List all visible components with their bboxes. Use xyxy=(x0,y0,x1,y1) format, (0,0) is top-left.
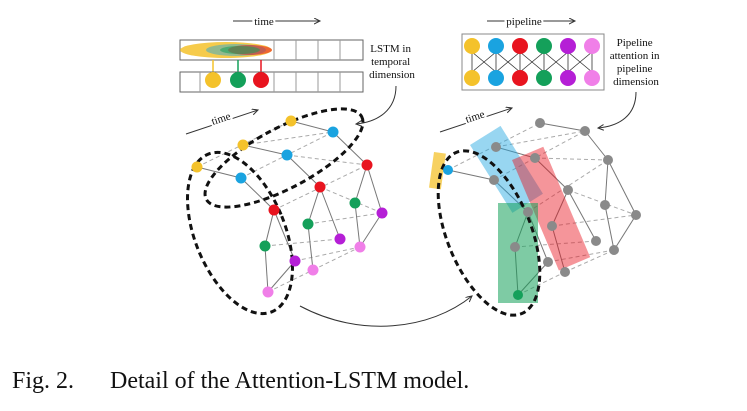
node-yellow xyxy=(191,161,203,173)
node-yellow xyxy=(285,115,297,127)
node-gray xyxy=(523,207,533,217)
node-purple xyxy=(376,207,388,219)
left-diagonal-time-arrow xyxy=(185,110,258,135)
node-gray xyxy=(530,153,540,163)
node-blue xyxy=(281,149,293,161)
pipeline-label-pointer xyxy=(598,91,637,128)
right-graph-nodes xyxy=(443,118,641,300)
node-red xyxy=(314,181,326,193)
panel-transition-arrow xyxy=(299,296,472,327)
node-gray xyxy=(510,242,520,252)
attention-bands xyxy=(428,125,591,303)
node-gray xyxy=(491,142,501,152)
node-green xyxy=(513,290,523,300)
node-gray xyxy=(600,200,610,210)
node-gray xyxy=(603,155,613,165)
lstm-label-pointer xyxy=(356,85,397,124)
node-pink xyxy=(262,286,274,298)
node-gray xyxy=(535,118,545,128)
left-graph-nodes xyxy=(191,115,388,298)
node-red xyxy=(361,159,373,171)
node-gray xyxy=(489,175,499,185)
node-gray xyxy=(543,257,553,267)
pipeline-attention-label: Pipeline attention in pipeline dimension xyxy=(610,37,663,88)
node-gray xyxy=(609,245,619,255)
node-yellow xyxy=(237,139,249,151)
attention-band-yellow xyxy=(428,152,446,190)
attention-band-blue xyxy=(470,125,543,213)
pipeline-arrow-label: pipeline xyxy=(506,16,542,28)
right-diagonal-time-label: time xyxy=(464,108,486,125)
pipeline-attention-box xyxy=(461,33,605,91)
attention-group-ellipse xyxy=(436,149,542,317)
caption-text: Detail of the Attention-LSTM model. xyxy=(110,368,470,394)
temporal-group-ellipse-2 xyxy=(203,107,365,209)
node-green xyxy=(302,218,314,230)
node-blue xyxy=(443,165,453,175)
attention-band-red xyxy=(512,146,591,271)
node-gray xyxy=(631,210,641,220)
right-diagonal-time-arrow xyxy=(439,108,512,133)
right-panel: pipeline xyxy=(428,14,663,317)
figure-caption: Fig. 2. Detail of the Attention-LSTM mode… xyxy=(12,368,469,395)
figure-number: Fig. 2. xyxy=(12,368,75,394)
lstm-temporal-label: LSTM in temporal dimension xyxy=(369,43,415,81)
attention-band-green xyxy=(498,203,538,303)
temporal-group-ellipse-1 xyxy=(186,150,294,316)
lstm-sequence-strip-top xyxy=(179,39,364,61)
left-panel: time L xyxy=(179,14,415,316)
node-blue xyxy=(327,126,339,138)
node-gray xyxy=(591,236,601,246)
node-green xyxy=(349,197,361,209)
node-pink xyxy=(354,241,366,253)
node-gray xyxy=(563,185,573,195)
node-gray xyxy=(580,126,590,136)
left-diagonal-time-label: time xyxy=(210,110,232,127)
lstm-sequence-strip-bottom xyxy=(179,71,364,93)
node-green xyxy=(259,240,271,252)
node-pink xyxy=(307,264,319,276)
node-blue xyxy=(235,172,247,184)
node-gray xyxy=(560,267,570,277)
node-purple xyxy=(334,233,346,245)
node-gray xyxy=(547,221,557,231)
node-purple xyxy=(289,255,301,267)
node-red xyxy=(268,204,280,216)
left-time-arrow-label: time xyxy=(254,16,274,28)
